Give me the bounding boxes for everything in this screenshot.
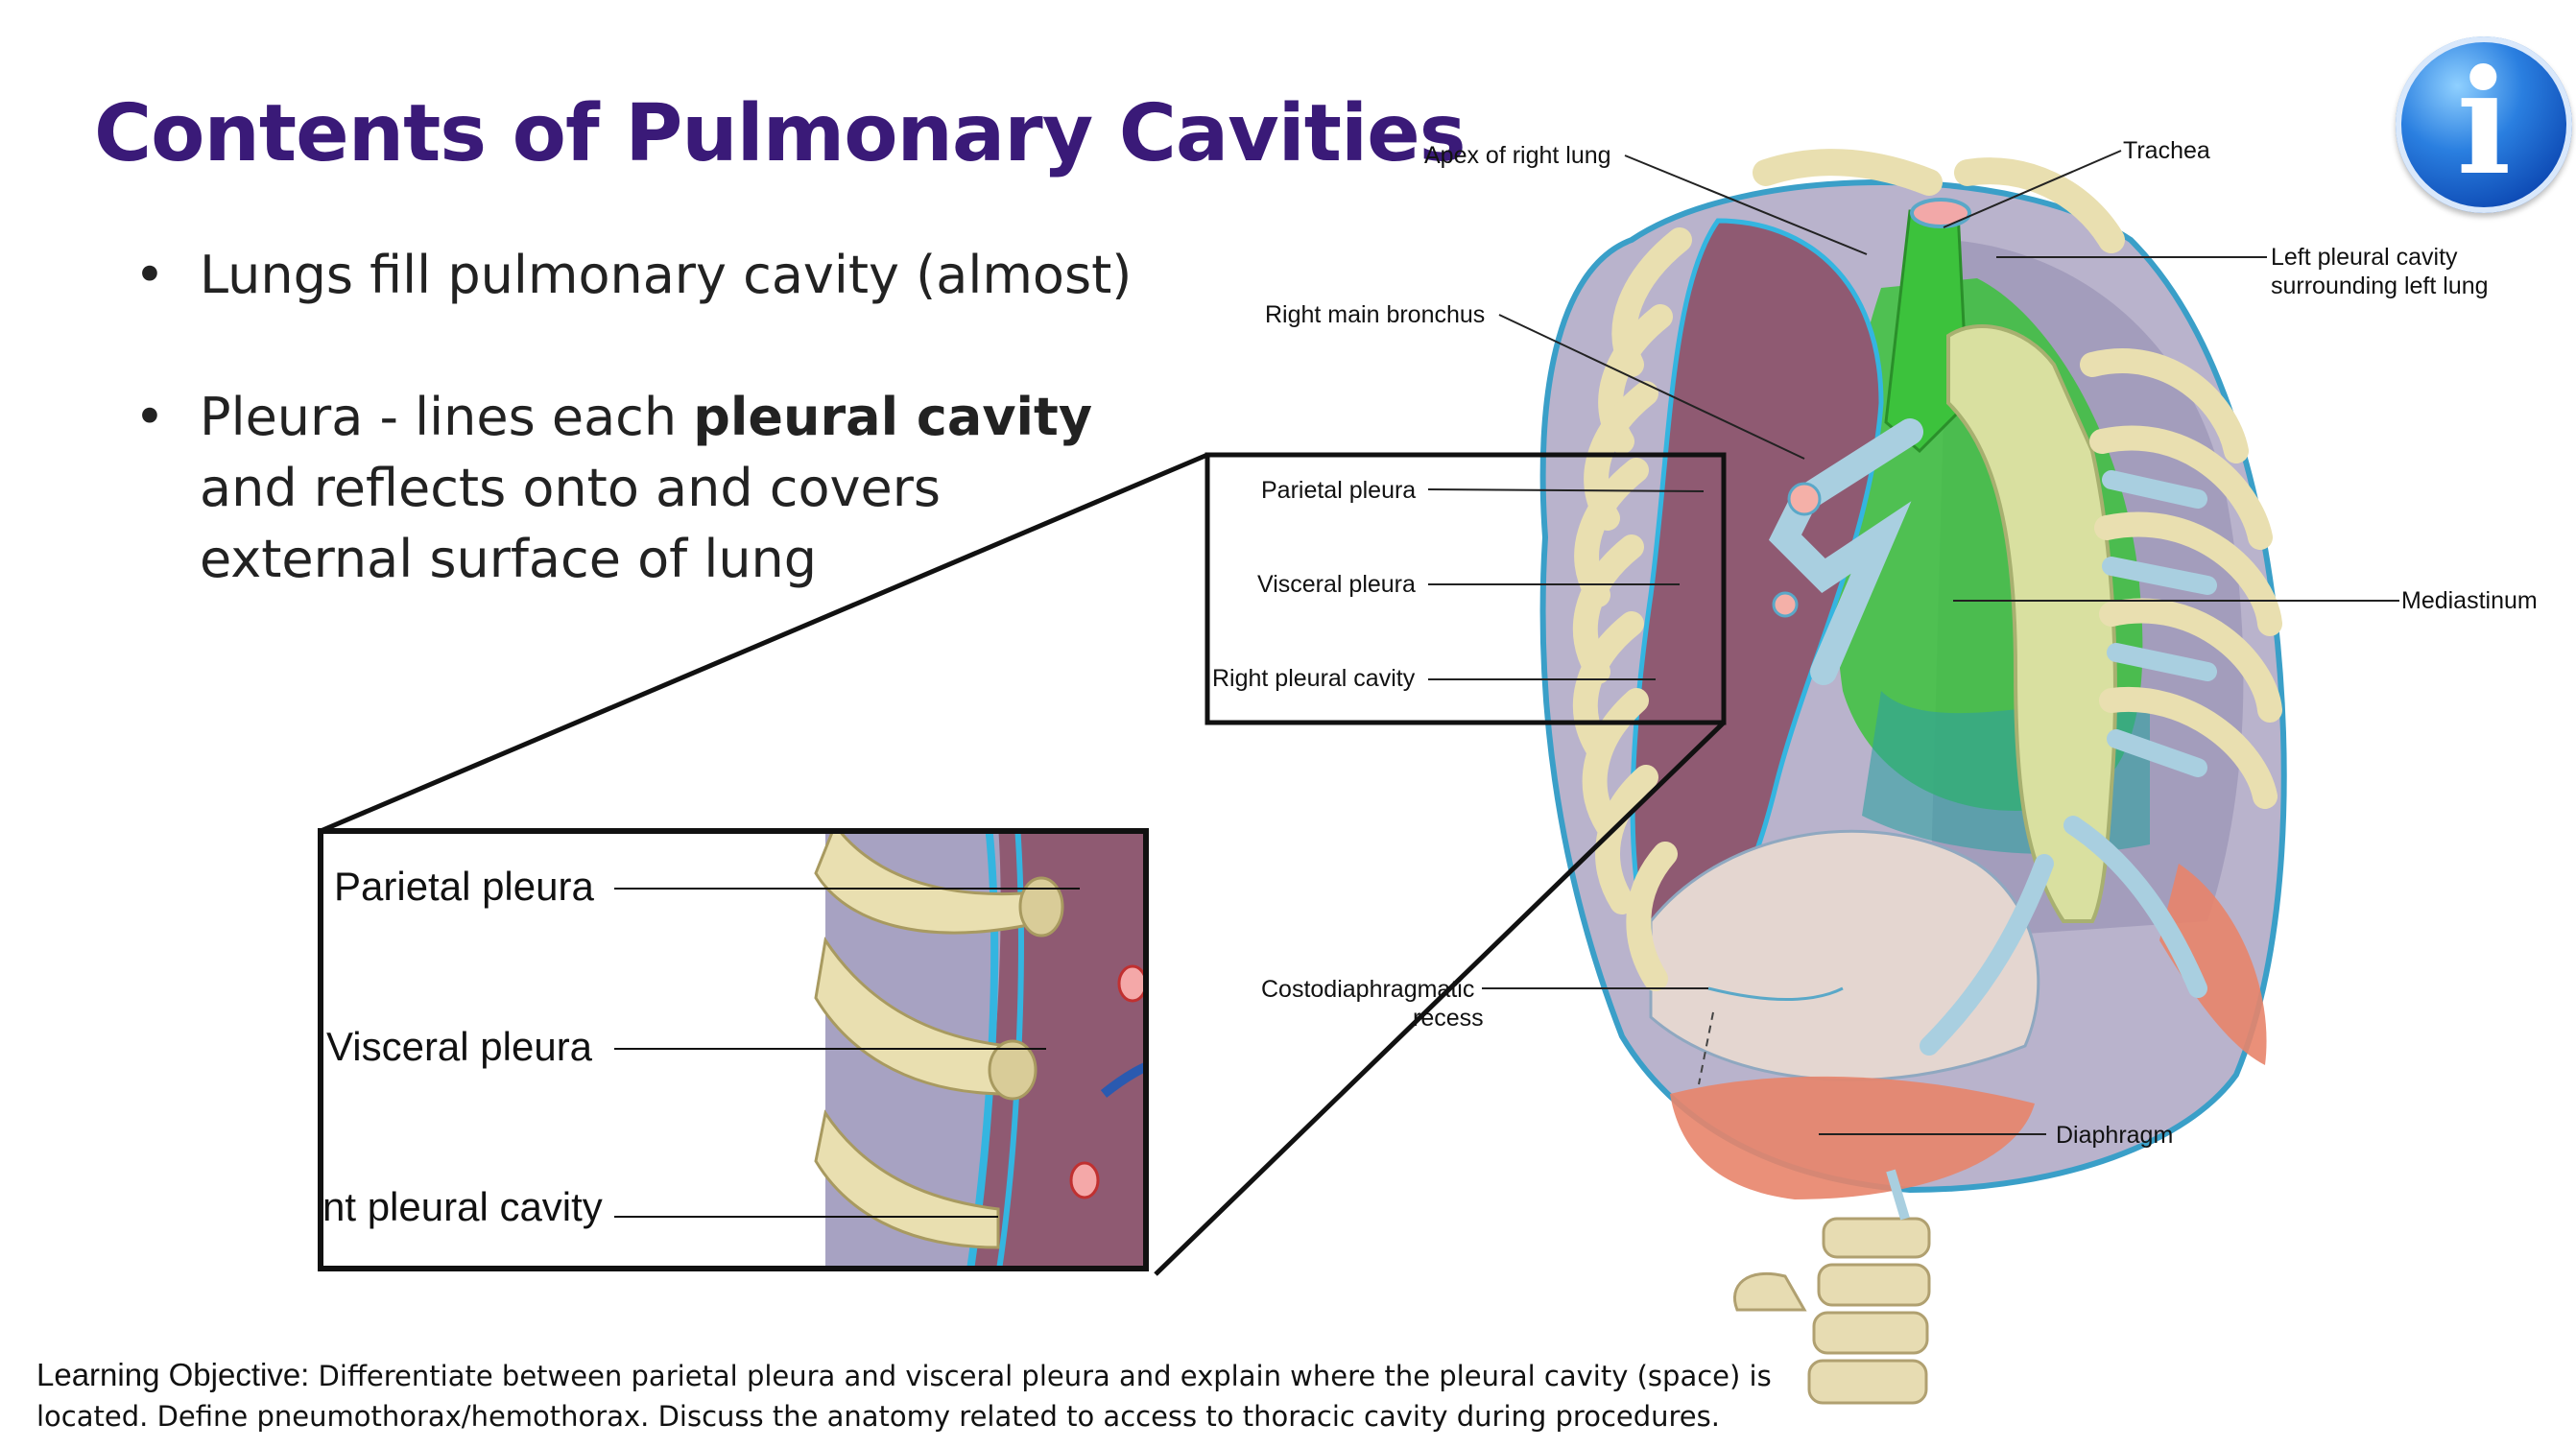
- zoom-connector-top: [320, 452, 1208, 834]
- label-diaphragm: Diaphragm: [2056, 1122, 2174, 1149]
- bullet-list: • Lungs fill pulmonary cavity (almost) •…: [134, 240, 1152, 666]
- label-costodiaphragmatic: Costodiaphragmatic: [1261, 976, 1475, 1003]
- zoom-connector-bottom: [1154, 721, 1726, 1276]
- thorax-drawing: [1539, 149, 2287, 1405]
- zoom-label-right-pleural-cavity: nt pleural cavity: [322, 1184, 603, 1229]
- info-icon: i: [2456, 38, 2512, 207]
- label-trachea: Trachea: [2123, 137, 2210, 164]
- slide-title: Contents of Pulmonary Cavities: [94, 88, 1467, 179]
- bullet-text: Lungs fill pulmonary cavity (almost): [200, 245, 1133, 305]
- bullet-text-bold: pleural cavity: [693, 387, 1093, 447]
- bullet-item: • Lungs fill pulmonary cavity (almost): [134, 240, 1152, 311]
- bullet-text-prefix: Pleura - lines each: [200, 387, 694, 447]
- bullet-item: • Pleura - lines each pleural cavity and…: [134, 382, 1152, 595]
- diaphragm-muscle: [1670, 1076, 2035, 1199]
- label-right-pleural-cavity: Right pleural cavity: [1212, 665, 1416, 692]
- bullet-text-suffix: and reflects onto and covers external su…: [200, 458, 942, 589]
- label-left-pleural-cavity-2: surrounding left lung: [2271, 273, 2489, 299]
- label-left-pleural-cavity-1: Left pleural cavity: [2271, 244, 2458, 271]
- learning-objective: Learning Objective: Differentiate betwee…: [36, 1355, 1783, 1436]
- zoom-label-parietal-pleura-text: Parietal pleura: [334, 864, 594, 909]
- label-right-main-bronchus: Right main bronchus: [1265, 301, 1486, 328]
- bullet-dot: •: [134, 245, 165, 305]
- label-parietal-pleura: Parietal pleura: [1261, 477, 1417, 504]
- zoom-inset: [318, 828, 1149, 1271]
- callout-box: [1205, 452, 1727, 725]
- label-apex-right-lung: Apex of right lung: [1424, 142, 1611, 169]
- leader-lines: [1427, 150, 2399, 1135]
- label-visceral-pleura: Visceral pleura: [1257, 571, 1416, 598]
- learning-objective-text: Differentiate between parietal pleura an…: [36, 1360, 1772, 1433]
- info-button[interactable]: i: [2396, 36, 2572, 213]
- bullet-dot: •: [134, 387, 165, 447]
- label-mediastinum: Mediastinum: [2401, 587, 2538, 614]
- zoom-label-visceral-pleura: Visceral pleura: [326, 1024, 593, 1069]
- sternum: [1946, 324, 2117, 923]
- learning-objective-heading: Learning Objective:: [36, 1357, 310, 1392]
- label-recess: recess: [1413, 1005, 1484, 1032]
